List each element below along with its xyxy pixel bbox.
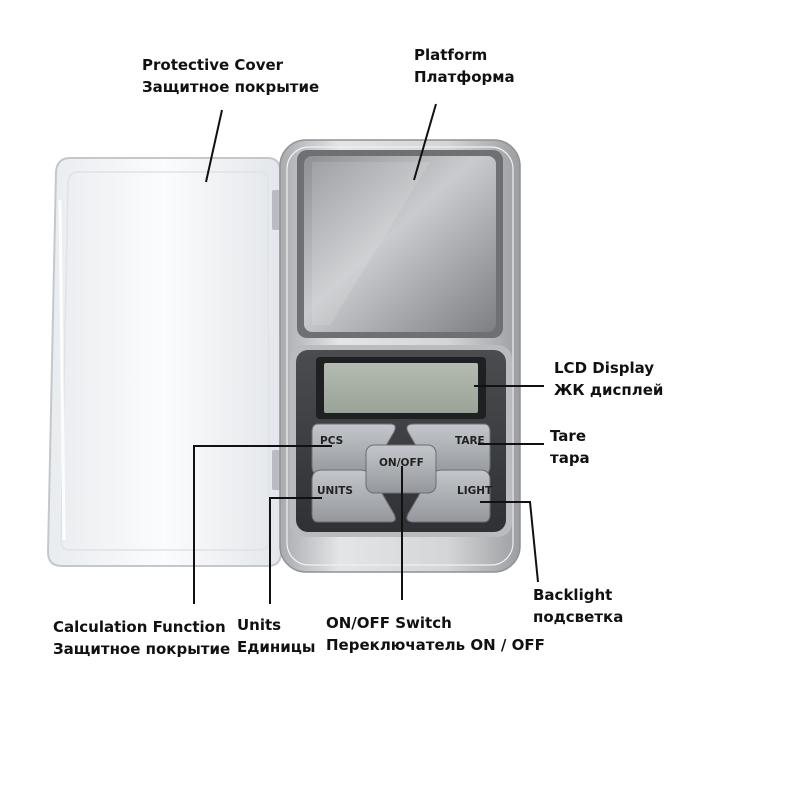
weighing-platform [297,150,503,338]
label-units-en: Units [237,616,282,634]
leader-units [269,497,322,604]
tare-button-label: TARE [455,435,485,447]
lcd-display [316,357,486,419]
label-on-off-switch-en: ON/OFF Switch [326,614,452,632]
label-protective-cover-ru: Защитное покрытие [142,78,320,96]
on-off-button-label: ON/OFF [379,457,424,469]
label-calculation-function: Calculation Function Защитное покрытие [53,616,230,660]
label-tare-ru: тара [550,449,590,467]
label-platform-ru: Платформа [414,68,515,86]
label-units-ru: Единицы [237,638,316,656]
leader-platform [413,103,437,181]
label-tare: Tare тара [550,425,590,469]
label-calculation-function-ru: Защитное покрытие [53,640,231,658]
label-on-off-switch-ru: Переключатель ON / OFF [326,636,545,654]
units-button-label: UNITS [317,485,353,497]
label-lcd-display-ru: ЖК дисплей [554,381,664,399]
label-units: Units Единицы [237,614,315,658]
label-platform-en: Platform [414,46,488,64]
label-lcd-display-en: LCD Display [554,359,655,377]
label-backlight: Backlight подсветка [533,584,623,628]
pcs-button-label: PCS [320,435,343,447]
label-backlight-ru: подсветка [533,608,624,626]
leader-protective-cover [205,109,223,183]
label-protective-cover: Protective Cover Защитное покрытие [142,54,319,98]
label-calculation-function-en: Calculation Function [53,618,226,636]
leader-lines [193,103,544,604]
label-protective-cover-en: Protective Cover [142,56,284,74]
protective-cover [46,157,283,567]
label-on-off-switch: ON/OFF Switch Переключатель ON / OFF [326,612,545,656]
label-tare-en: Tare [550,427,586,445]
label-backlight-en: Backlight [533,586,613,604]
leader-calculation [193,445,332,604]
leader-backlight [480,501,539,583]
label-platform: Platform Платформа [414,44,515,88]
label-lcd-display: LCD Display ЖК дисплей [554,357,663,401]
light-button-label: LIGHT [457,485,493,497]
